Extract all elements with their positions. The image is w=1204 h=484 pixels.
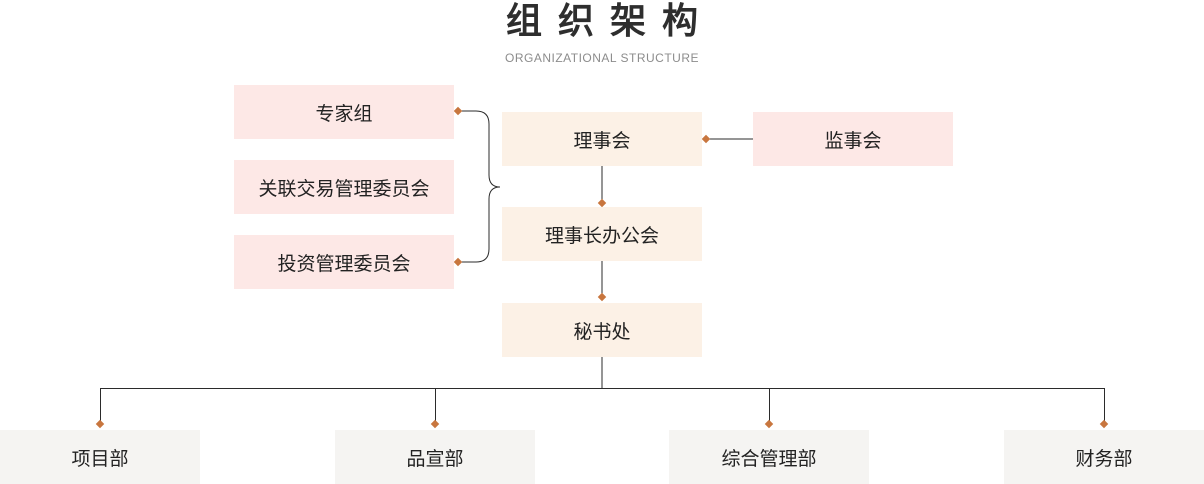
expert-group-box: 专家组 bbox=[234, 85, 454, 139]
connector-dot bbox=[764, 419, 774, 429]
supervisors-box: 监事会 bbox=[753, 112, 953, 166]
page-subtitle: ORGANIZATIONAL STRUCTURE bbox=[504, 51, 699, 65]
connector-dot bbox=[701, 134, 711, 144]
department-box: 项目部 bbox=[0, 430, 200, 484]
investment-committee-box: 投资管理委员会 bbox=[234, 235, 454, 289]
connector-dot bbox=[453, 106, 463, 116]
connector-dot bbox=[597, 292, 607, 302]
related-transaction-committee-box: 关联交易管理委员会 bbox=[234, 160, 454, 214]
chairman-office-box: 理事长办公会 bbox=[502, 207, 702, 261]
connector-dot bbox=[95, 419, 105, 429]
connector-dot bbox=[453, 257, 463, 267]
page-title: 组织架构 bbox=[505, 1, 714, 42]
department-box: 财务部 bbox=[1004, 430, 1204, 484]
secretariat-box: 秘书处 bbox=[502, 303, 702, 357]
connector-dot bbox=[597, 198, 607, 208]
connector-dot bbox=[1099, 419, 1109, 429]
department-box: 综合管理部 bbox=[669, 430, 869, 484]
department-box: 品宣部 bbox=[335, 430, 535, 484]
brace-connector bbox=[459, 110, 501, 263]
connector-dot bbox=[430, 419, 440, 429]
board-box: 理事会 bbox=[502, 112, 702, 166]
